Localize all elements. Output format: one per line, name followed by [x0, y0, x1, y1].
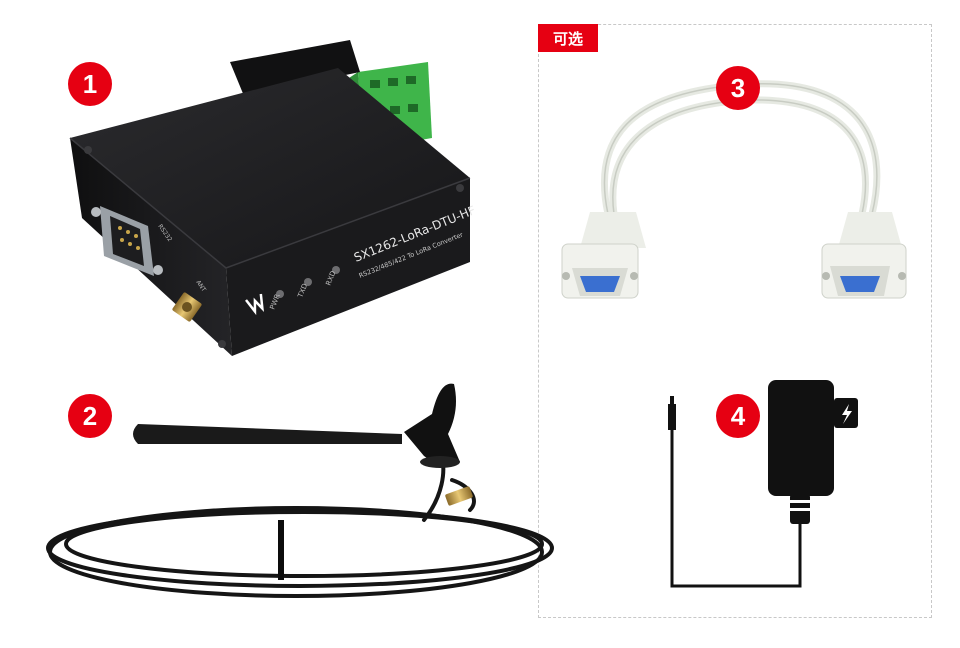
badge-1: 1 — [68, 62, 112, 106]
db9-female-left — [561, 212, 646, 299]
lora-dtu-device: RS232 ANT PWR TXD RXD SX1262-LoRa-DTU-HF — [69, 40, 478, 356]
sma-connector — [172, 292, 202, 322]
sucker-antenna — [46, 383, 554, 598]
badge-2: 2 — [68, 394, 112, 438]
serial-cable — [561, 80, 907, 299]
brand-logo-icon — [245, 293, 264, 316]
badge-3: 3 — [716, 66, 760, 110]
db9-female-right — [821, 212, 907, 299]
optional-accessories-box — [538, 24, 932, 618]
badge-4: 4 — [716, 394, 760, 438]
lightning-icon — [842, 404, 852, 424]
optional-tag: 可选 — [538, 24, 598, 52]
db9-port — [91, 206, 163, 276]
power-adapter — [668, 380, 858, 588]
